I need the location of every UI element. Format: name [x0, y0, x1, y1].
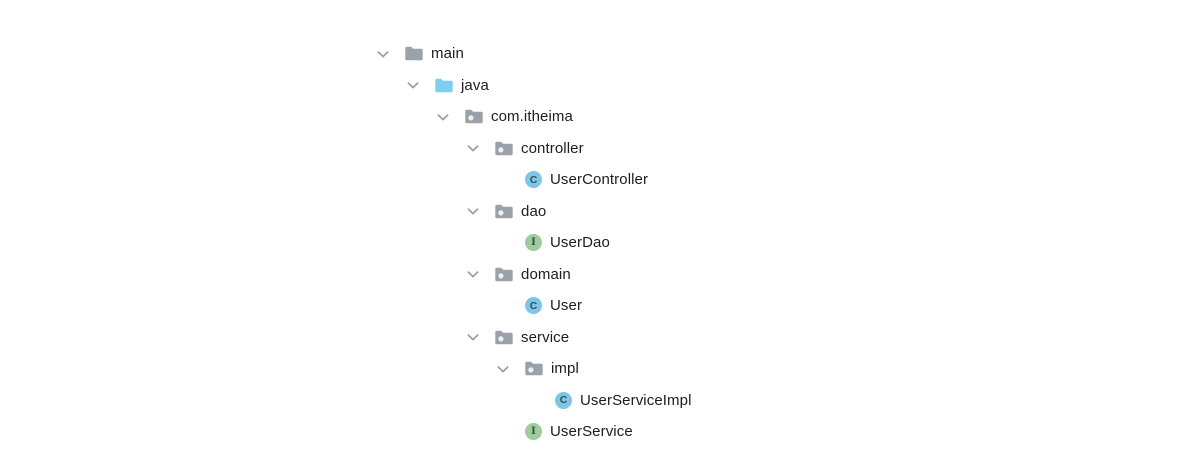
tree-item-label[interactable]: dao	[521, 202, 547, 220]
tree-item-label[interactable]: com.itheima	[491, 108, 573, 126]
tree-item-label[interactable]: controller	[521, 139, 584, 157]
class-icon: C	[555, 391, 572, 409]
interface-icon: I	[525, 234, 542, 252]
tree-item-label[interactable]: java	[461, 76, 489, 94]
class-icon: C	[525, 297, 542, 315]
class-icon: C	[525, 171, 542, 189]
chevron-down-icon[interactable]	[464, 266, 494, 283]
tree-item-label[interactable]: UserDao	[550, 234, 610, 252]
chevron-down-icon[interactable]	[464, 203, 494, 220]
folder-icon	[404, 45, 424, 62]
tree-item-label[interactable]: main	[431, 45, 464, 63]
tree-row-impl[interactable]: impl	[374, 353, 692, 385]
package-icon	[464, 108, 484, 125]
tree-row-dao[interactable]: dao	[374, 196, 692, 228]
tree-row-service[interactable]: service	[374, 322, 692, 354]
tree-item-label[interactable]: UserService	[550, 423, 633, 441]
chevron-down-icon[interactable]	[464, 140, 494, 157]
tree-row-user[interactable]: C User	[374, 290, 692, 322]
chevron-spacer	[494, 297, 524, 314]
tree-row-usercontroller[interactable]: C UserController	[374, 164, 692, 196]
interface-icon: I	[525, 423, 542, 441]
source-folder-icon	[434, 77, 454, 94]
chevron-down-icon[interactable]	[494, 360, 524, 377]
tree-row-userdao[interactable]: I UserDao	[374, 227, 692, 259]
chevron-spacer	[524, 392, 554, 409]
tree-row-main[interactable]: main	[374, 38, 692, 70]
tree-row-userservice[interactable]: I UserService	[374, 416, 692, 448]
package-icon	[494, 266, 514, 283]
package-icon	[494, 329, 514, 346]
chevron-down-icon[interactable]	[464, 329, 494, 346]
package-icon	[494, 140, 514, 157]
chevron-spacer	[494, 423, 524, 440]
tree-row-domain[interactable]: domain	[374, 259, 692, 291]
tree-item-label[interactable]: service	[521, 328, 570, 346]
chevron-spacer	[494, 234, 524, 251]
chevron-down-icon[interactable]	[374, 45, 404, 62]
chevron-spacer	[494, 171, 524, 188]
tree-item-label[interactable]: User	[550, 297, 583, 315]
tree-item-label[interactable]: domain	[521, 265, 571, 283]
tree-item-label[interactable]: UserServiceImpl	[580, 391, 692, 409]
tree-item-label[interactable]: impl	[551, 360, 579, 378]
tree-row-com.itheima[interactable]: com.itheima	[374, 101, 692, 133]
tree-row-java[interactable]: java	[374, 70, 692, 102]
chevron-down-icon[interactable]	[404, 77, 434, 94]
package-icon	[494, 203, 514, 220]
chevron-down-icon[interactable]	[434, 108, 464, 125]
tree-item-label[interactable]: UserController	[550, 171, 649, 189]
tree-row-userserviceimpl[interactable]: C UserServiceImpl	[374, 385, 692, 417]
package-icon	[524, 360, 544, 377]
tree-row-controller[interactable]: controller	[374, 133, 692, 165]
